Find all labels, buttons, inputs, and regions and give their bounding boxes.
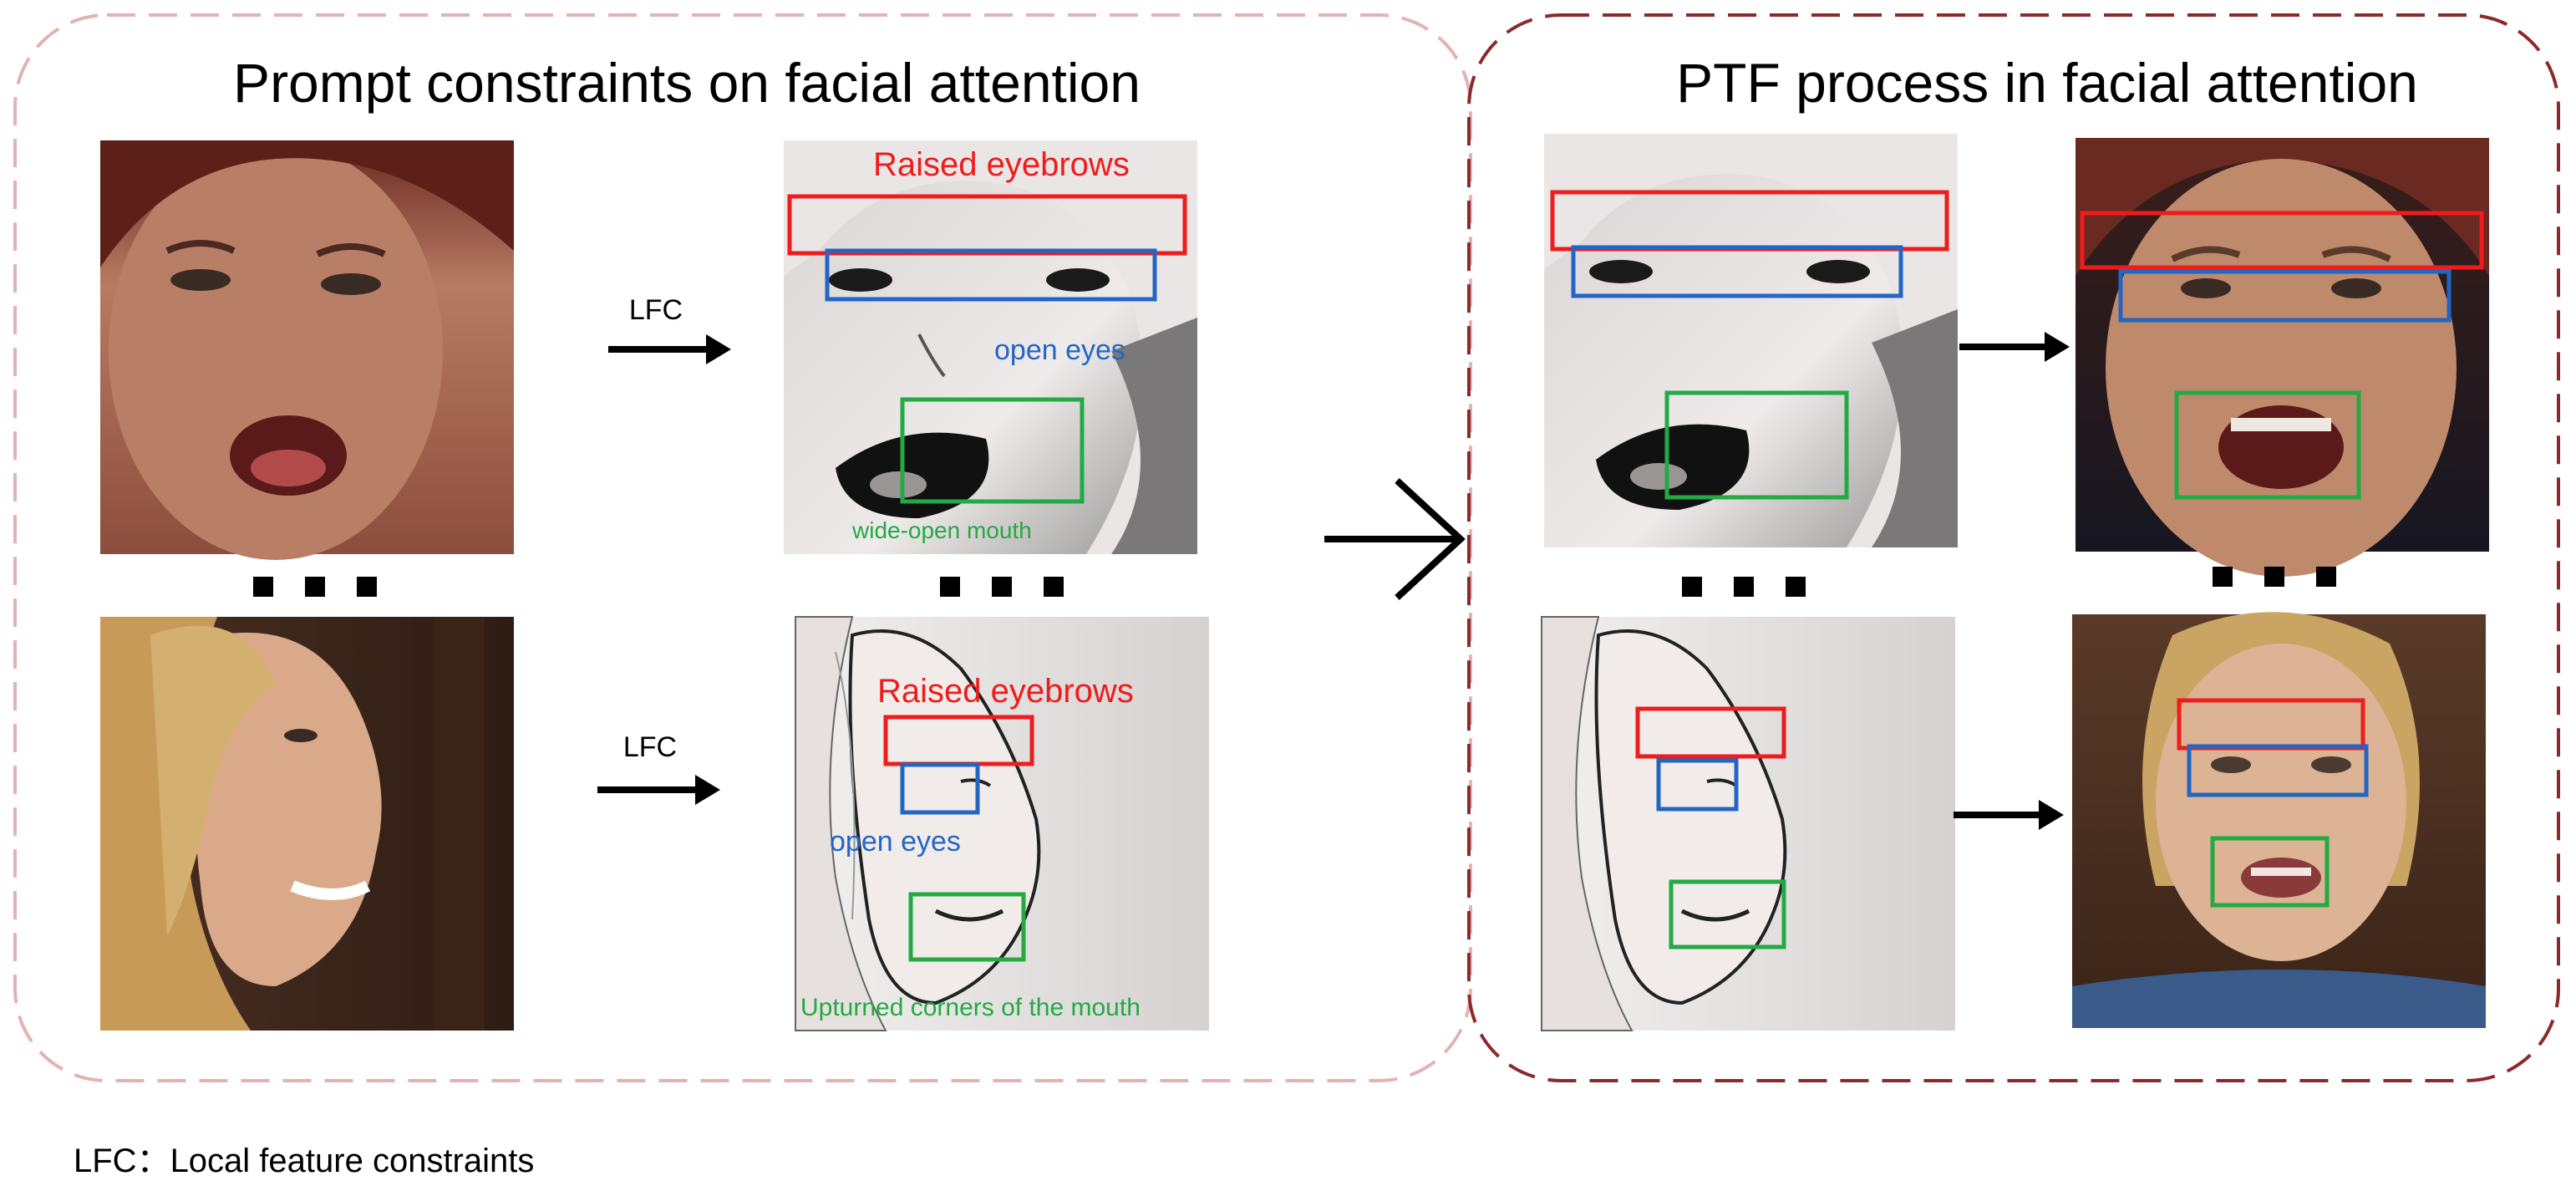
eyebrows-box-r2	[1635, 706, 1786, 759]
right-panel-title: PTF process in facial attention	[1676, 52, 2418, 114]
sketch-image-surprised-face	[784, 140, 1197, 554]
mouth-box-r2b	[2210, 836, 2330, 908]
footnote: LFC：Local feature constraints	[74, 1143, 534, 1179]
face-photo-blonde-woman-frontal	[2072, 612, 2486, 1028]
transition-arrow	[1324, 478, 1466, 600]
mouth-box-r1	[1664, 390, 1849, 500]
eyes-box-l2	[900, 762, 980, 815]
lfc-arrow-1	[608, 334, 731, 364]
face-photo-surprised-woman-frontal	[2076, 138, 2489, 577]
sketch-image-surprised-face-ptf	[1544, 134, 1958, 547]
label-mouth-l2: Upturned corners of the mouth	[800, 994, 1141, 1021]
eyes-box-l1	[825, 248, 1157, 302]
eyes-box-r2b	[2187, 744, 2369, 797]
eyes-box-r1b	[2118, 269, 2452, 323]
eyes-box-r1	[1571, 245, 1903, 298]
ptf-arrow-1	[1959, 332, 2070, 362]
mouth-box-r1b	[2174, 390, 2361, 500]
eyebrows-box-r1b	[2080, 211, 2484, 270]
ellipsis-dots-left-2	[940, 577, 1064, 597]
lfc-arrow-label-2: LFC	[623, 731, 677, 763]
ellipsis-dots-right-2	[2213, 567, 2336, 587]
label-open-eyes-l2: open eyes	[830, 826, 961, 858]
mouth-box-r2	[1669, 879, 1786, 949]
eyebrows-box-l1	[787, 194, 1187, 256]
label-raised-eyebrows-l1: Raised eyebrows	[873, 146, 1130, 183]
sketch-image-smiling-profile-ptf	[1541, 616, 1955, 1031]
right-panel-border	[1467, 13, 2560, 1082]
label-mouth-l1: wide-open mouth	[851, 517, 1032, 543]
ellipsis-dots-right-1	[1682, 577, 1806, 597]
label-raised-eyebrows-l2: Raised eyebrows	[877, 673, 1134, 710]
left-panel-title: Prompt constraints on facial attention	[233, 52, 1141, 114]
mouth-box-l2	[908, 892, 1026, 962]
face-photo-smiling-profile	[100, 617, 514, 1031]
ellipsis-dots-left-1	[253, 577, 377, 597]
mouth-box-l1	[900, 397, 1085, 504]
lfc-arrow-2	[597, 775, 720, 805]
face-photo-surprised-woman	[100, 140, 514, 560]
lfc-arrow-label-1: LFC	[629, 294, 683, 326]
eyes-box-r2	[1656, 758, 1739, 812]
label-open-eyes-l1: open eyes	[994, 334, 1125, 366]
ptf-arrow-2	[1954, 800, 2064, 830]
